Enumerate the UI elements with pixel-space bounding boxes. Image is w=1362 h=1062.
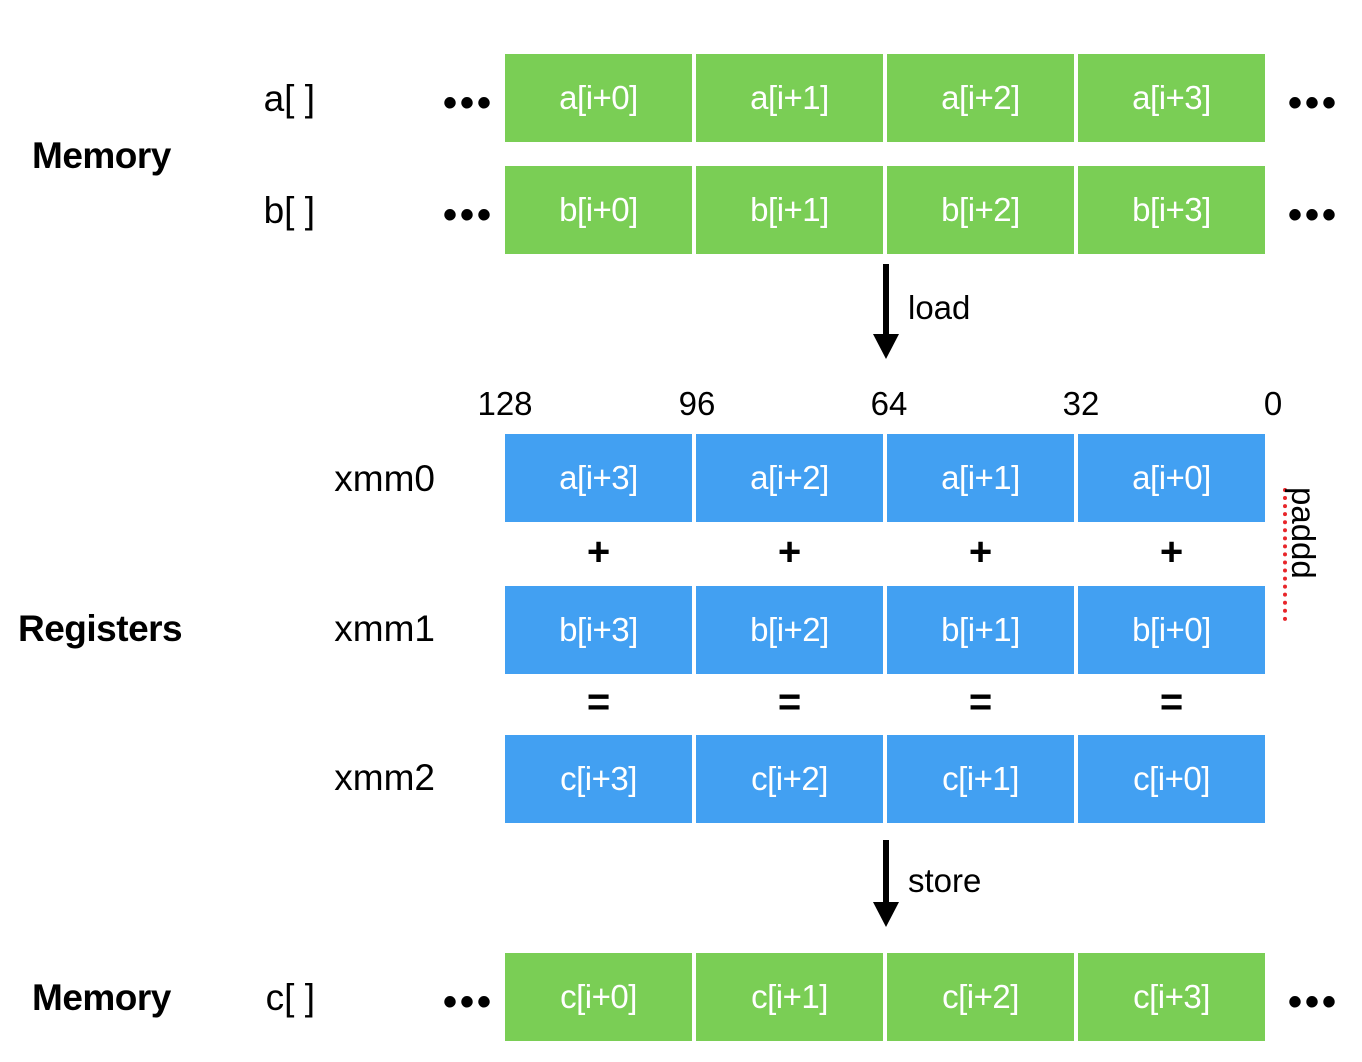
bit-ruler: 128 96 64 32 0 <box>0 385 1362 425</box>
memory-cell-b1: b[i+1] <box>696 166 883 254</box>
array-c-label: c[ ] <box>265 977 315 1018</box>
memory-bottom-section-label: Memory <box>32 977 171 1018</box>
memory-top-section-label: Memory <box>32 135 171 176</box>
register-row-xmm1: b[i+3] b[i+2] b[i+1] b[i+0] <box>505 586 1265 674</box>
equals-operator-row: = = = = <box>505 682 1265 722</box>
plus-operator-row: + + + + <box>505 532 1265 572</box>
load-arrow-label: load <box>908 289 971 326</box>
register-cell-xmm1-3: b[i+3] <box>505 586 692 674</box>
memory-row-b: b[i+0] b[i+1] b[i+2] b[i+3] <box>505 166 1265 254</box>
memory-cell-b3: b[i+3] <box>1078 166 1265 254</box>
leading-ellipsis-c: ••• <box>443 980 495 1024</box>
register-row-xmm0: a[i+3] a[i+2] a[i+1] a[i+0] <box>505 434 1265 522</box>
memory-cell-a1: a[i+1] <box>696 54 883 142</box>
equals-operator-0: = <box>1159 680 1184 724</box>
register-cell-xmm2-0: c[i+0] <box>1078 735 1265 823</box>
equals-operator-1: = <box>968 680 993 724</box>
equals-operator-3: = <box>586 680 611 724</box>
memory-cell-c3: c[i+3] <box>1078 953 1265 1041</box>
store-arrow-label: store <box>908 862 982 899</box>
register-label-xmm1: xmm1 <box>334 608 435 649</box>
equals-operator-2: = <box>777 680 802 724</box>
trailing-ellipsis-c: ••• <box>1288 980 1340 1024</box>
register-cell-xmm2-3: c[i+3] <box>505 735 692 823</box>
register-cell-xmm2-1: c[i+1] <box>887 735 1074 823</box>
leading-ellipsis-a: ••• <box>443 81 495 125</box>
memory-cell-c2: c[i+2] <box>887 953 1074 1041</box>
memory-cell-c1: c[i+1] <box>696 953 883 1041</box>
register-label-xmm2: xmm2 <box>334 757 435 798</box>
plus-operator-1: + <box>968 530 993 574</box>
register-cell-xmm0-2: a[i+2] <box>696 434 883 522</box>
plus-operator-0: + <box>1159 530 1184 574</box>
register-cell-xmm0-1: a[i+1] <box>887 434 1074 522</box>
registers-section-label: Registers <box>18 608 183 649</box>
array-a-label: a[ ] <box>263 78 315 119</box>
memory-cell-a2: a[i+2] <box>887 54 1074 142</box>
bit-tick-96: 96 <box>678 385 716 422</box>
register-label-xmm0: xmm0 <box>334 458 435 499</box>
plus-operator-3: + <box>586 530 611 574</box>
memory-row-a: a[i+0] a[i+1] a[i+2] a[i+3] <box>505 54 1265 142</box>
register-cell-xmm0-3: a[i+3] <box>505 434 692 522</box>
bit-tick-0: 0 <box>1263 385 1283 422</box>
memory-cell-a0: a[i+0] <box>505 54 692 142</box>
paddd-instruction-label: paddd <box>1285 487 1322 579</box>
register-cell-xmm2-2: c[i+2] <box>696 735 883 823</box>
register-cell-xmm1-1: b[i+1] <box>887 586 1074 674</box>
trailing-ellipsis-a: ••• <box>1288 81 1340 125</box>
load-arrow-icon <box>866 264 906 365</box>
bit-tick-64: 64 <box>870 385 908 422</box>
trailing-ellipsis-b: ••• <box>1288 193 1340 237</box>
bit-tick-32: 32 <box>1062 385 1100 422</box>
bit-tick-128: 128 <box>477 385 533 422</box>
register-cell-xmm0-0: a[i+0] <box>1078 434 1265 522</box>
plus-operator-2: + <box>777 530 802 574</box>
memory-cell-c0: c[i+0] <box>505 953 692 1041</box>
store-arrow-icon <box>866 840 906 933</box>
leading-ellipsis-b: ••• <box>443 193 495 237</box>
register-cell-xmm1-0: b[i+0] <box>1078 586 1265 674</box>
register-row-xmm2: c[i+3] c[i+2] c[i+1] c[i+0] <box>505 735 1265 823</box>
memory-cell-b0: b[i+0] <box>505 166 692 254</box>
array-b-label: b[ ] <box>263 190 315 231</box>
memory-cell-a3: a[i+3] <box>1078 54 1265 142</box>
paddd-bracket-line <box>1283 488 1287 621</box>
register-cell-xmm1-2: b[i+2] <box>696 586 883 674</box>
memory-cell-b2: b[i+2] <box>887 166 1074 254</box>
memory-row-c: c[i+0] c[i+1] c[i+2] c[i+3] <box>505 953 1265 1041</box>
